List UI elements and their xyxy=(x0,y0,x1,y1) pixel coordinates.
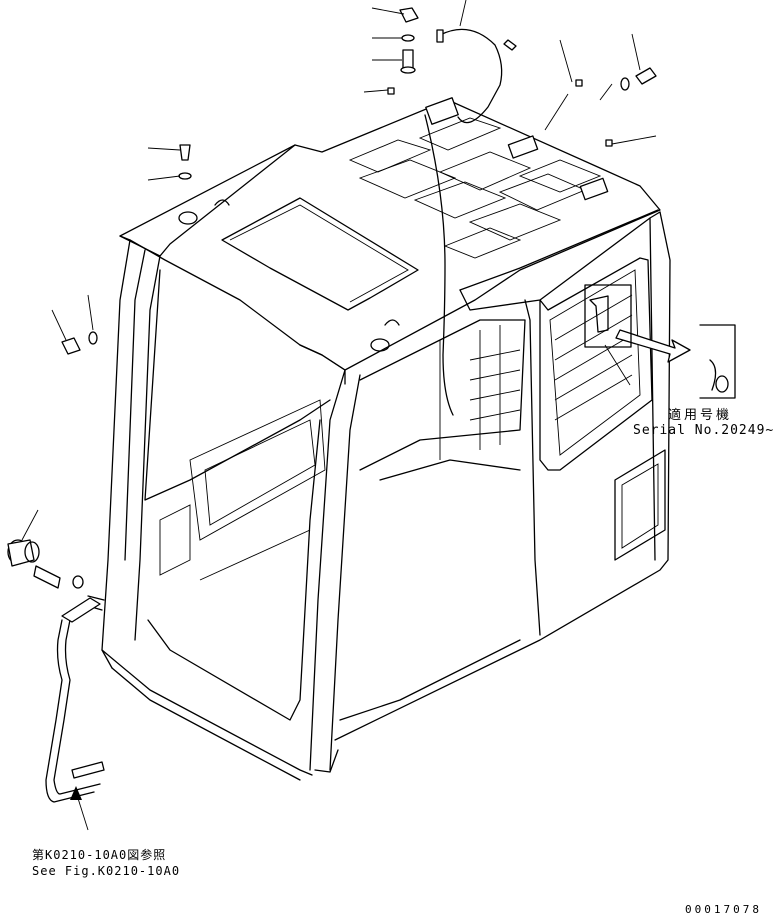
drawing-number: 00017078 xyxy=(685,903,762,916)
detail-arrow xyxy=(615,329,691,363)
door-window xyxy=(539,257,653,471)
roof-panels xyxy=(348,117,602,259)
serial-label-en: Serial No.20249~ xyxy=(633,423,775,438)
lower-window xyxy=(614,449,666,561)
detail-source-box xyxy=(584,284,632,348)
serial-label-ja: 適用号機 xyxy=(668,408,733,423)
figure-reference-ja: 第K0210-10A0図参照 xyxy=(32,848,167,862)
arrows xyxy=(70,284,736,831)
figure-reference-en: See Fig.K0210-10A0 xyxy=(32,864,181,878)
grab-handle-assembly xyxy=(7,539,105,803)
leader-lines xyxy=(21,0,657,541)
roof-window xyxy=(221,197,419,311)
wire-harness xyxy=(424,28,609,416)
cab-roof xyxy=(119,99,661,385)
cab-frame xyxy=(101,211,671,781)
fasteners xyxy=(61,7,657,355)
